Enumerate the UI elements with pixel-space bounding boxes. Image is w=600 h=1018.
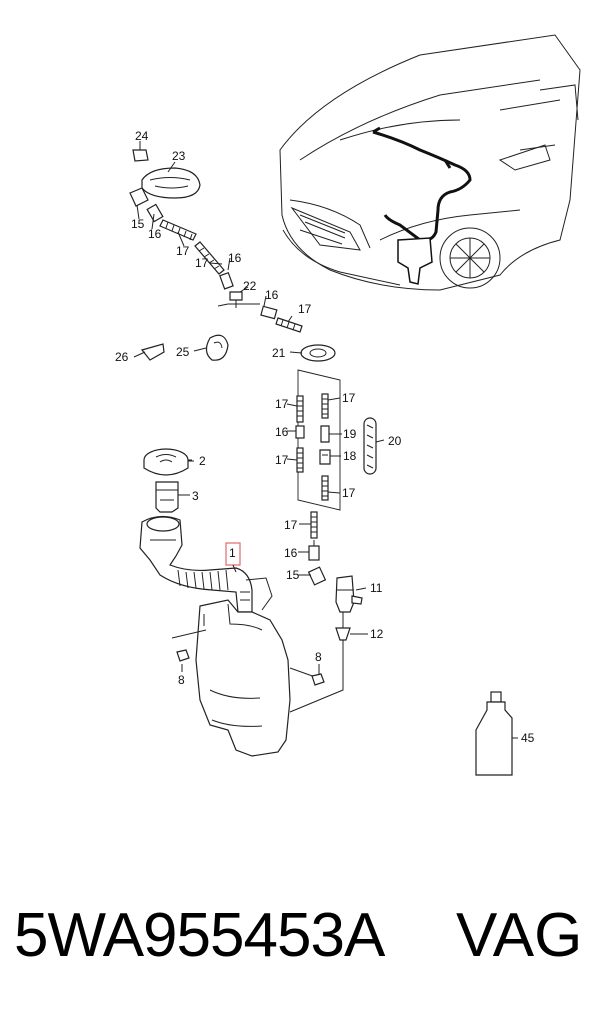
callout-21: 21 xyxy=(272,346,286,360)
callout-25: 25 xyxy=(176,345,190,359)
filler-cap-2 xyxy=(143,448,189,476)
callout-15-top: 15 xyxy=(131,217,145,231)
kit-frame xyxy=(297,369,341,511)
hose-17-top xyxy=(159,219,197,241)
nut-8-right xyxy=(311,673,325,686)
callout-26: 26 xyxy=(115,350,129,364)
t-connector-22 xyxy=(217,291,260,308)
footer: 5WA955453A VAG xyxy=(0,880,600,1000)
clip-26 xyxy=(140,343,165,361)
washer-pump-11 xyxy=(335,575,363,613)
filler-neck-3 xyxy=(155,481,179,513)
hose-17-frame-right-top xyxy=(321,393,329,419)
filler-pipe-1 xyxy=(139,515,253,613)
callout-1: 1 xyxy=(229,546,236,560)
nozzle-cover-24 xyxy=(132,149,149,162)
foam-sleeve-20 xyxy=(363,417,377,475)
callout-20: 20 xyxy=(388,434,402,448)
tube-16-right xyxy=(219,271,234,290)
callout-17-frame-right-bottom: 17 xyxy=(342,486,356,500)
callout-17-frame-left-top: 17 xyxy=(275,397,289,411)
callout-18: 18 xyxy=(343,449,357,463)
tube-segment-16-top xyxy=(146,203,164,223)
brand-label: VAG xyxy=(456,901,583,970)
nut-8-left xyxy=(176,649,190,662)
fluid-bottle-45 xyxy=(475,691,513,776)
callout-8-left: 8 xyxy=(178,673,185,687)
leader-lines xyxy=(133,141,518,739)
callout-8-right: 8 xyxy=(315,650,322,664)
part-number: 5WA955453A xyxy=(14,901,385,970)
callout-16-bend: 16 xyxy=(228,251,242,265)
washer-reservoir-on-car xyxy=(397,237,433,285)
callout-23: 23 xyxy=(172,149,186,163)
hose-17-lower xyxy=(310,511,318,539)
callout-22: 22 xyxy=(243,279,257,293)
callout-labels: 24 23 15 16 17 17 16 22 16 17 26 25 21 1… xyxy=(115,129,535,745)
callout-11: 11 xyxy=(370,581,383,595)
grommet-21 xyxy=(300,344,336,362)
callout-16-mid: 16 xyxy=(265,288,279,302)
y-piece-19 xyxy=(320,425,336,443)
callout-15-lower: 15 xyxy=(286,568,300,582)
callout-17-mid: 17 xyxy=(298,302,312,316)
washer-system-exploded-diagram: 24 23 15 16 17 17 16 22 16 17 26 25 21 1… xyxy=(115,34,581,776)
connector-15-lower xyxy=(307,566,327,586)
hose-clamp-25 xyxy=(205,334,229,361)
callout-17-lower: 17 xyxy=(284,518,298,532)
tube-16-frame-left xyxy=(295,425,305,439)
callout-45: 45 xyxy=(521,731,535,745)
connector-15-top xyxy=(129,187,149,207)
callout-17-top: 17 xyxy=(176,244,190,258)
car-illustration xyxy=(279,34,581,291)
tube-16-lower xyxy=(308,545,320,561)
hose-17-frame-left-top xyxy=(296,395,304,423)
callout-3: 3 xyxy=(192,489,199,503)
callout-17-frame-left-bottom: 17 xyxy=(275,453,289,467)
callout-17-bend: 17 xyxy=(195,256,209,270)
callout-24: 24 xyxy=(135,129,149,143)
hose-17-frame-left-bottom xyxy=(296,447,304,473)
callout-2: 2 xyxy=(199,454,206,468)
washer-reservoir xyxy=(171,577,319,757)
callout-16-top: 16 xyxy=(148,227,162,241)
tube-16-mid xyxy=(260,305,278,320)
hose-bend-17 xyxy=(194,241,225,275)
hose-17-mid xyxy=(275,317,303,333)
check-valve-18 xyxy=(319,449,331,465)
pump-seal-12 xyxy=(335,627,351,641)
callout-17-frame-right-top: 17 xyxy=(342,391,356,405)
callout-16-lower: 16 xyxy=(284,546,298,560)
callout-12: 12 xyxy=(370,627,384,641)
callout-16-frame-left: 16 xyxy=(275,425,289,439)
washer-nozzle-23 xyxy=(141,167,201,199)
hose-17-frame-right-bottom xyxy=(321,475,329,501)
callout-19: 19 xyxy=(343,427,357,441)
